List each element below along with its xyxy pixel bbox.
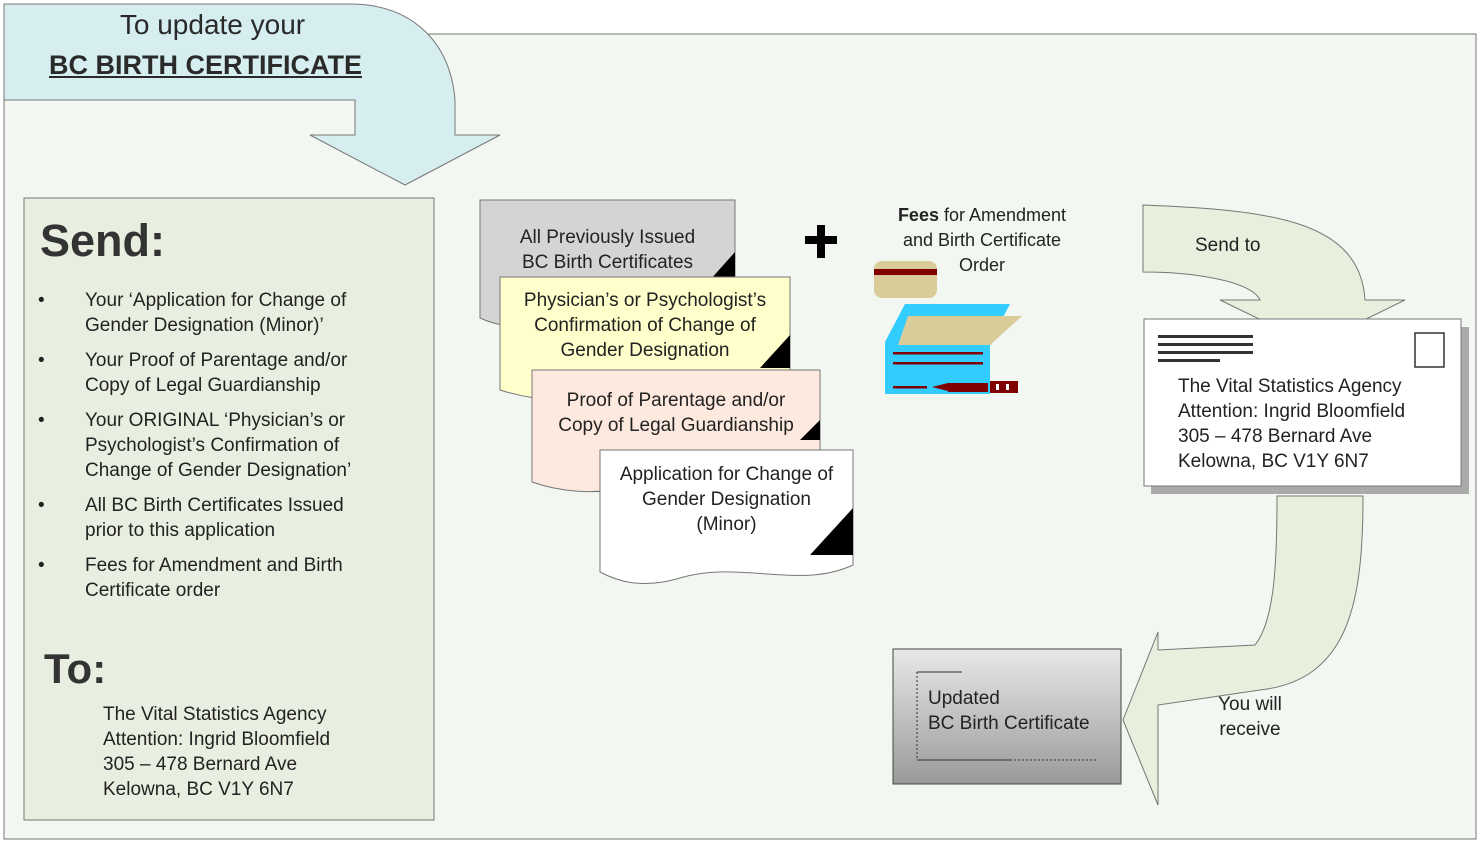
address-line: The Vital Statistics Agency: [103, 704, 327, 725]
doc-line: Gender Designation: [642, 489, 811, 510]
envelope-address: The Vital Statistics Agency Attention: I…: [1178, 374, 1405, 474]
doc-application-label: Application for Change of Gender Designa…: [600, 462, 853, 537]
doc-line: BC Birth Certificates: [521, 252, 694, 273]
updated-certificate-label: Updated BC Birth Certificate: [928, 686, 1090, 736]
bullet-icon: •: [38, 495, 45, 516]
send-item-physician: Your ORIGINAL ‘Physician’s or Psychologi…: [85, 410, 352, 481]
doc-line: All Previously Issued: [519, 227, 696, 248]
address-line: 305 – 478 Bernard Ave: [103, 754, 298, 775]
list-item: • Your ORIGINAL ‘Physician’s or Psycholog…: [38, 408, 385, 483]
send-item-application: Your ‘Application for Change of Gender D…: [85, 290, 347, 336]
plus-icon: [805, 225, 837, 258]
doc-fold-corner: [810, 508, 853, 555]
receive-line: receive: [1219, 719, 1281, 740]
bullet-icon: •: [38, 290, 45, 311]
list-item: • All BC Birth Certificates Issued prior …: [38, 493, 385, 543]
send-item-fees: Fees for Amendment and Birth Certificate…: [85, 555, 343, 601]
header-line1: To update your: [119, 9, 306, 40]
send-to-label: Send to: [1195, 235, 1261, 256]
to-heading: To:: [44, 645, 107, 692]
receive-arrow: [1122, 495, 1364, 806]
list-item: • Fees for Amendment and Birth Certificat…: [38, 553, 345, 603]
bullet-icon: •: [38, 555, 45, 576]
doc-line: (Minor): [696, 514, 757, 535]
doc-physician-label: Physician’s or Psychologist’s Confirmati…: [500, 288, 790, 363]
header-arrow: [3, 3, 501, 186]
bullet-icon: •: [38, 410, 45, 431]
list-item: • Your Proof of Parentage and/or Copy of …: [38, 348, 385, 398]
doc-line: Gender Designation: [560, 340, 730, 361]
doc-fold-corner: [710, 252, 735, 280]
doc-line: Confirmation of Change of: [534, 315, 756, 336]
send-item-certificates: All BC Birth Certificates Issued prior t…: [85, 495, 344, 541]
doc-line: Proof of Parentage and/or: [566, 390, 786, 411]
doc-line: Application for Change of: [619, 464, 834, 485]
bullet-icon: •: [38, 350, 45, 371]
header-title: BC BIRTH CERTIFICATE: [49, 50, 362, 80]
cheque-icon: [885, 304, 1022, 394]
fees-label: Fees for Amendment and Birth Certificate…: [862, 203, 1102, 278]
receive-label: You will receive: [1200, 692, 1300, 742]
send-address: The Vital Statistics Agency Attention: I…: [103, 702, 330, 802]
send-heading: Send:: [40, 215, 166, 266]
certificate-line: BC Birth Certificate: [928, 713, 1090, 734]
address-line: Attention: Ingrid Bloomfield: [103, 729, 331, 750]
doc-line: Physician’s or Psychologist’s: [523, 290, 767, 311]
address-line: Kelowna, BC V1Y 6N7: [1178, 451, 1369, 472]
fees-bold: Fees: [897, 205, 939, 225]
address-line: Attention: Ingrid Bloomfield: [1178, 401, 1406, 422]
return-address-lines-icon: [1158, 335, 1253, 362]
send-panel: [23, 197, 435, 821]
doc-fold-corner: [760, 335, 790, 368]
stamp-icon: [1414, 332, 1445, 368]
doc-line: Copy of Legal Guardianship: [558, 415, 794, 436]
address-line: The Vital Statistics Agency: [1178, 376, 1402, 397]
doc-application: [599, 449, 854, 585]
fees-rest: for Amendment: [938, 205, 1067, 225]
address-line: 305 – 478 Bernard Ave: [1178, 426, 1373, 447]
list-item: • Your ‘Application for Change of Gender …: [38, 288, 385, 338]
certificate-line: Updated: [928, 688, 1000, 709]
doc-previous-label: All Previously Issued BC Birth Certifica…: [480, 225, 735, 275]
address-line: Kelowna, BC V1Y 6N7: [103, 779, 294, 800]
fees-line-3: Order: [958, 255, 1005, 275]
doc-parentage-label: Proof of Parentage and/or Copy of Legal …: [532, 388, 820, 438]
receive-line: You will: [1218, 694, 1282, 715]
fees-line-2: and Birth Certificate: [902, 230, 1062, 250]
doc-fold-corner: [800, 420, 820, 440]
send-to-arrow: [1142, 204, 1406, 346]
fees-line-1: Fees for Amendment: [862, 203, 1102, 228]
send-list: • Your ‘Application for Change of Gender …: [38, 288, 433, 613]
credit-card-icon: [874, 261, 937, 298]
send-item-parentage: Your Proof of Parentage and/or Copy of L…: [85, 350, 348, 396]
envelope: [1143, 318, 1462, 487]
